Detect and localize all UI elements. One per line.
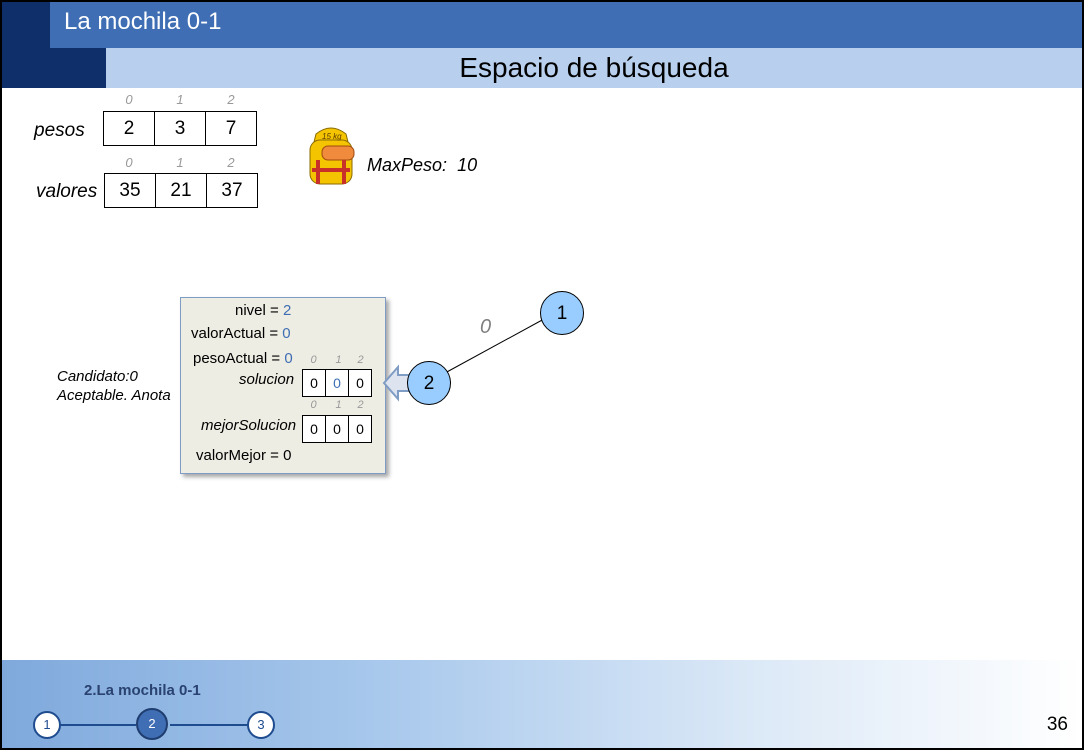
- pesos-cell: 2: [103, 111, 155, 146]
- header-accent: [2, 2, 50, 48]
- mejor-solucion-index-2: 2: [357, 399, 364, 411]
- valores-array: 35 21 37: [104, 173, 258, 208]
- nivel-line: nivel = 2: [235, 302, 291, 319]
- candidate-note: Candidato:0 Aceptable. Anota: [57, 367, 171, 405]
- subheader-bar: [2, 48, 1082, 88]
- solucion-label: solucion: [239, 371, 295, 388]
- peso-actual-value: 0: [284, 350, 293, 367]
- peso-actual-label: pesoActual =: [193, 350, 285, 367]
- valores-index-1: 1: [176, 155, 184, 170]
- step-3[interactable]: 3: [247, 711, 275, 739]
- mejor-solucion-cell: 0: [302, 415, 326, 443]
- solucion-array: 0 0 0: [302, 369, 372, 397]
- step-1[interactable]: 1: [33, 711, 61, 739]
- backpack-icon: 15 kg: [309, 127, 355, 185]
- acceptable-line: Aceptable. Anota: [57, 387, 171, 404]
- valores-index-0: 0: [125, 155, 133, 170]
- slide-title: Espacio de búsqueda: [459, 52, 729, 83]
- solucion-index-2: 2: [357, 354, 364, 366]
- candidate-line: Candidato:0: [57, 368, 138, 385]
- edge-label: 0: [480, 316, 492, 338]
- valores-index-2: 2: [227, 155, 235, 170]
- nivel-label: nivel =: [235, 302, 283, 319]
- pesos-cell: 7: [205, 111, 257, 146]
- slide-section-title: La mochila 0-1: [64, 8, 222, 35]
- solucion-index-0: 0: [310, 354, 317, 366]
- tree-node-current[interactable]: 2: [407, 361, 451, 405]
- valores-label: valores: [36, 181, 98, 202]
- page-number: 36: [1046, 714, 1068, 735]
- header-bar: [2, 2, 1082, 48]
- valores-cell: 37: [206, 173, 258, 208]
- solucion-index-1: 1: [335, 354, 342, 366]
- solucion-cell: 0: [302, 369, 326, 397]
- mejor-solucion-cell: 0: [348, 415, 372, 443]
- valor-actual-label: valorActual =: [191, 325, 283, 342]
- valor-actual-value: 0: [282, 325, 291, 342]
- solucion-cell: 0: [348, 369, 372, 397]
- mejor-solucion-label: mejorSolucion: [201, 417, 297, 434]
- state-panel: nivel = 2 valorActual = 0 pesoActual = 0…: [180, 297, 386, 474]
- peso-actual-line: pesoActual = 0: [193, 350, 293, 367]
- valores-cell: 35: [104, 173, 156, 208]
- pesos-array: 2 3 7: [103, 111, 257, 146]
- subheader-accent: [2, 48, 106, 88]
- mejor-solucion-array: 0 0 0: [302, 415, 372, 443]
- tree-edge: [444, 318, 545, 374]
- step-connector: [170, 724, 250, 726]
- maxpeso-value: 10: [457, 155, 478, 175]
- solucion-cell: 0: [325, 369, 349, 397]
- tree-node-root[interactable]: 1: [540, 291, 584, 335]
- pesos-cell: 3: [154, 111, 206, 146]
- pesos-label: pesos: [34, 120, 85, 141]
- valor-actual-line: valorActual = 0: [191, 325, 291, 342]
- pesos-index-1: 1: [176, 92, 184, 107]
- step-connector: [60, 724, 136, 726]
- mejor-solucion-index-1: 1: [335, 399, 342, 411]
- step-2-active[interactable]: 2: [136, 708, 168, 740]
- backpack-tag: 15 kg: [322, 132, 342, 141]
- pesos-index-0: 0: [125, 92, 133, 107]
- nivel-value: 2: [282, 302, 292, 319]
- footer-bar: [2, 660, 1082, 748]
- footer-section-title: 2.La mochila 0-1: [84, 682, 201, 699]
- mejor-solucion-cell: 0: [325, 415, 349, 443]
- mejor-solucion-index-0: 0: [310, 399, 317, 411]
- pesos-index-2: 2: [227, 92, 235, 107]
- maxpeso-text: MaxPeso: 10: [367, 155, 477, 176]
- maxpeso-label: MaxPeso:: [367, 155, 448, 175]
- valor-mejor-line: valorMejor = 0: [196, 447, 292, 464]
- valores-cell: 21: [155, 173, 207, 208]
